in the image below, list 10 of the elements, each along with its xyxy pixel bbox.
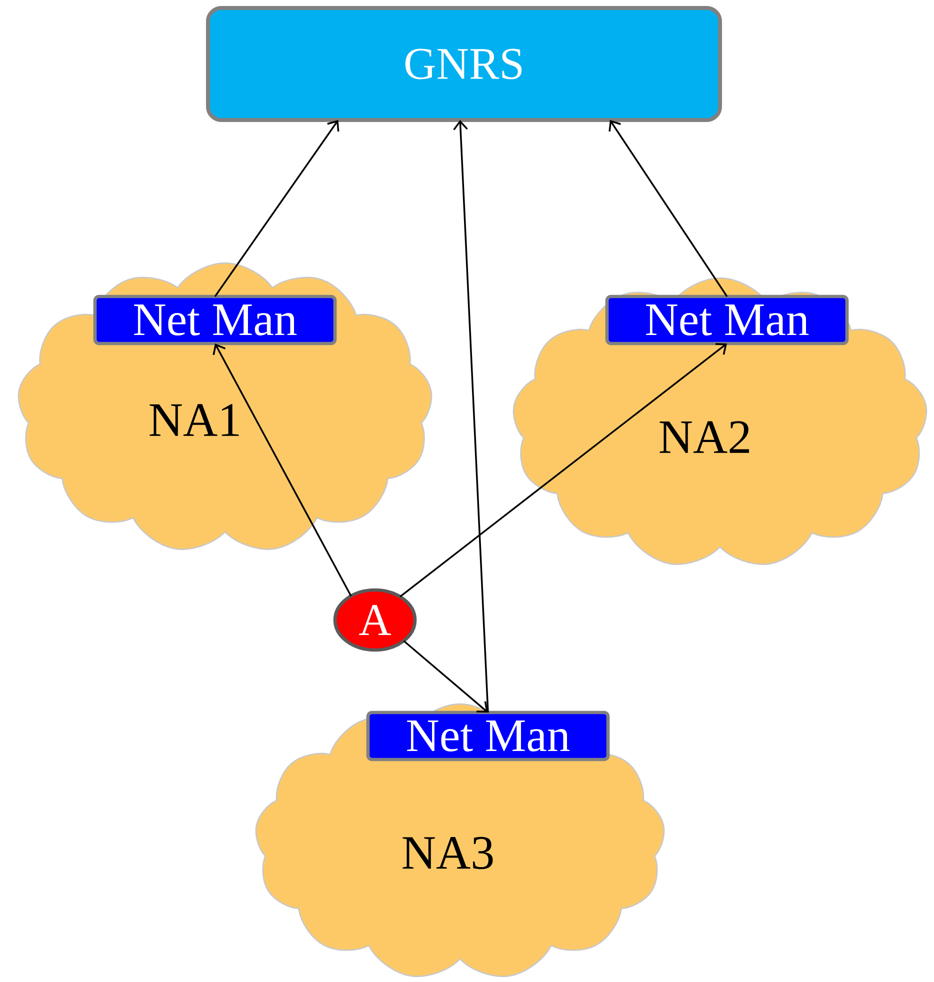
manager-box: Net Man — [366, 710, 610, 762]
manager-box: Net Man — [93, 294, 337, 346]
server-box: GNRS — [206, 6, 722, 122]
arrow — [214, 120, 340, 297]
arrow — [453, 120, 489, 713]
arrow — [403, 640, 488, 712]
arrow — [400, 343, 727, 598]
manager-box: Net Man — [605, 294, 849, 346]
arrow — [608, 120, 728, 297]
arrow — [212, 344, 352, 596]
